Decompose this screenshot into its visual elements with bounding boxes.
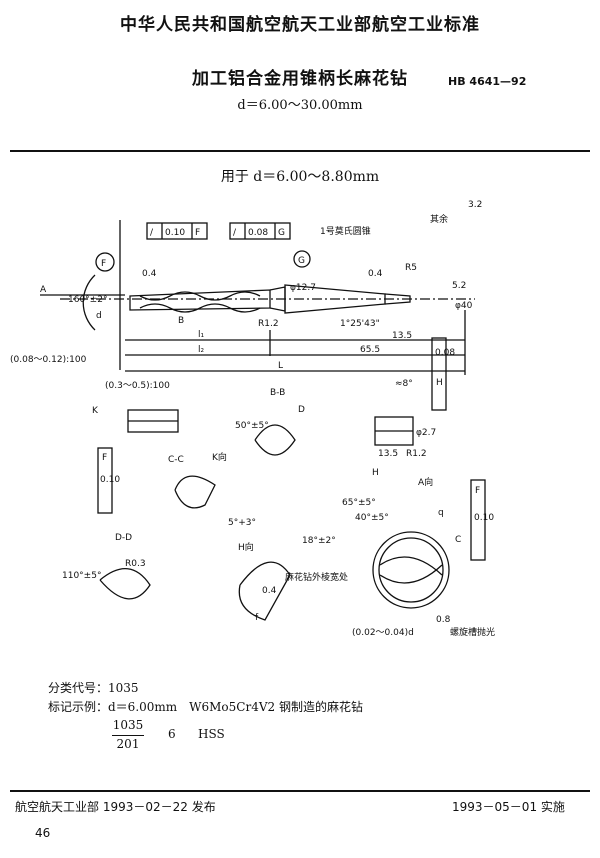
r08: 0.8: [436, 615, 451, 625]
document-title: 加工铝合金用锥柄长麻花钻: [192, 69, 408, 89]
tol004: (0.02～0.04)d: [352, 628, 414, 638]
d40: φ40: [455, 301, 473, 311]
datum-G: G: [298, 256, 305, 266]
D1: D: [298, 405, 305, 415]
mark-d: 6: [168, 727, 176, 741]
roughness-label: 其余: [430, 213, 448, 225]
ang5: 5°+3°: [228, 518, 256, 528]
Hview: H向: [238, 541, 254, 553]
mark-denominator: 201: [116, 737, 140, 751]
size-range: d＝6.00～30.00mm: [237, 98, 363, 113]
label-d: d: [96, 311, 102, 321]
spec-note: 麻花钻外棱宽处: [285, 571, 348, 583]
d12: φ12.7: [290, 283, 316, 293]
ang40: 40°±5°: [355, 513, 389, 523]
tol2-val: 0.08: [248, 228, 268, 238]
f010b-ref: F: [475, 486, 480, 496]
mark-material: HSS: [198, 727, 225, 741]
tol1-ref: F: [195, 228, 200, 238]
engineering-drawing: / 0.10 F / 0.08 G 1号莫氏圆锥 其余 3.2 F G A 16…: [10, 200, 495, 638]
side-tol-val: 0.08: [435, 348, 455, 358]
R5: R5: [405, 263, 417, 273]
L: L: [278, 361, 283, 371]
CC: C-C: [168, 455, 184, 465]
DD: D-D: [115, 533, 132, 543]
tol2-ref: G: [278, 228, 285, 238]
label-B: B: [178, 316, 184, 326]
class-code: 分类代号：1035: [48, 681, 139, 695]
issued-date: 航空航天工业部 1993－02－22 发布: [15, 800, 216, 814]
R03: R0.3: [125, 559, 146, 569]
roughness-value: 3.2: [468, 200, 482, 210]
ang18: 18°±2°: [302, 536, 336, 546]
ang110: 110°±5°: [62, 571, 101, 581]
lead: (0.3～0.5):100: [105, 381, 170, 391]
ang50: 50°±5°: [235, 421, 269, 431]
side-tol-ref: H: [436, 378, 443, 388]
R12b: R1.2: [406, 449, 427, 459]
angle-160: 160°±2°: [68, 295, 107, 305]
d27: φ2.7: [416, 428, 436, 438]
l1: l₁: [198, 330, 205, 340]
effective-date: 1993－05－01 实施: [452, 800, 565, 814]
agency-header: 中华人民共和国航空航天工业部航空工业标准: [120, 15, 480, 35]
label-f: f: [255, 613, 259, 623]
d04: 0.4: [262, 586, 277, 596]
taper: 1°25'43": [340, 319, 380, 329]
l2: l₂: [198, 345, 205, 355]
Kview: K向: [212, 451, 227, 463]
ang8: ≈8°: [395, 379, 413, 389]
tol1-val: 0.10: [165, 228, 185, 238]
label-q: q: [438, 508, 444, 518]
f010b-val: 0.10: [474, 513, 494, 523]
morse-taper-label: 1号莫氏圆锥: [320, 225, 371, 237]
f010-ref: F: [102, 453, 107, 463]
spiral-note: 螺旋槽抛光: [450, 626, 495, 638]
r52: 5.2: [452, 281, 466, 291]
R12: R1.2: [258, 319, 279, 329]
Aview: A向: [418, 476, 433, 488]
label-H: H: [372, 468, 379, 478]
label-C: C: [455, 535, 461, 545]
mark-numerator: 1035: [112, 718, 144, 732]
tol1-sym: /: [150, 228, 154, 238]
ang65: 65°±5°: [342, 498, 376, 508]
r65: 65.5: [360, 345, 380, 355]
fraction-bar: [112, 735, 144, 736]
K: K: [92, 406, 99, 416]
bottom-rule: [10, 790, 590, 792]
r135: 13.5: [392, 331, 412, 341]
f010-val: 0.10: [100, 475, 120, 485]
page-number: 46: [35, 826, 51, 840]
r04b: 0.4: [368, 269, 383, 279]
datum-F: F: [101, 259, 106, 269]
standard-number: HB 4641—92: [448, 75, 527, 88]
top-rule: [10, 150, 590, 152]
r04a: 0.4: [142, 269, 157, 279]
backtaper: (0.08～0.12):100: [10, 355, 87, 365]
BB: B-B: [270, 388, 285, 398]
applies-to: 用于 d＝6.00～8.80mm: [220, 169, 380, 185]
label-A: A: [40, 285, 47, 295]
mark-example: 标记示例：d＝6.00mm W6Mo5Cr4V2 钢制造的麻花钻: [48, 700, 363, 714]
tol2-sym: /: [233, 228, 237, 238]
r135b: 13.5: [378, 449, 398, 459]
